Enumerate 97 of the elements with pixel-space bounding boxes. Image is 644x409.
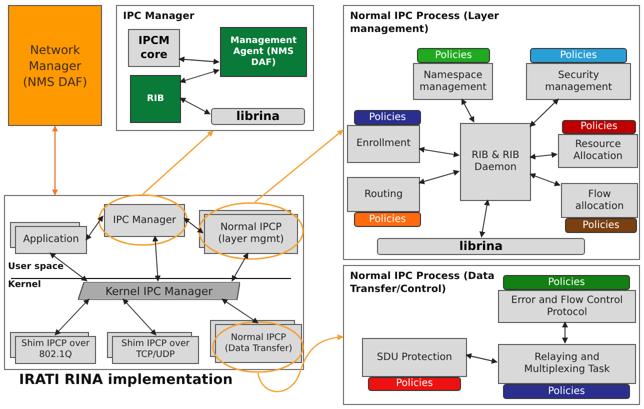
arrow bbox=[257, 334, 344, 392]
arrow bbox=[479, 199, 490, 238]
node-label: Policies bbox=[396, 378, 433, 390]
node-label: Policies bbox=[369, 112, 406, 124]
process-box bbox=[413, 63, 493, 100]
process-box bbox=[526, 63, 631, 100]
node-label: Namespace management bbox=[418, 70, 488, 94]
node-label: Shim IPCP over 802.1Q bbox=[20, 339, 91, 361]
process-box bbox=[220, 27, 307, 77]
process-box bbox=[498, 290, 636, 323]
arrow bbox=[179, 98, 211, 114]
container-panel bbox=[343, 5, 640, 260]
node-label: IPCM core bbox=[137, 34, 171, 62]
manager-box bbox=[8, 5, 102, 126]
process-box bbox=[215, 324, 302, 363]
panel-title: IRATI RINA implementation bbox=[19, 372, 233, 389]
arrow bbox=[418, 170, 460, 184]
node-label: librina bbox=[459, 239, 503, 254]
process-box bbox=[347, 125, 420, 163]
node-label: Error and Flow Control Protocol bbox=[510, 294, 624, 318]
policies-tab bbox=[503, 384, 630, 399]
policies-tab bbox=[417, 48, 490, 63]
process-box bbox=[15, 226, 87, 254]
arrow bbox=[461, 98, 474, 123]
panel-title: IPC Manager bbox=[123, 10, 194, 23]
node-label: Policies bbox=[369, 214, 406, 226]
arrow bbox=[530, 98, 559, 128]
policies-tab bbox=[565, 218, 637, 233]
process-box bbox=[112, 336, 199, 364]
node-label: Enrollment bbox=[356, 138, 411, 150]
node-label: RIB & RIB Daemon bbox=[470, 150, 520, 174]
process-box bbox=[498, 344, 636, 384]
arrow bbox=[418, 146, 460, 158]
panel-title: Normal IPC Process (Layer management) bbox=[350, 10, 500, 36]
node-label: Management Agent (NMS DAF) bbox=[229, 36, 298, 68]
process-box bbox=[104, 204, 185, 237]
arrow bbox=[465, 353, 498, 364]
daemon-box bbox=[460, 123, 531, 201]
node-label: Shim IPCP over TCP/UDP bbox=[120, 339, 191, 361]
node-label: SDU Protection bbox=[376, 352, 452, 364]
policies-tab bbox=[503, 275, 630, 290]
process-box bbox=[204, 214, 298, 254]
node-label: Kernel IPC Manager bbox=[105, 284, 213, 298]
node-label: RIB bbox=[146, 94, 164, 104]
node-label: Policies bbox=[548, 386, 585, 398]
arrow bbox=[254, 130, 344, 202]
policies-tab bbox=[530, 48, 627, 63]
arrow bbox=[178, 56, 220, 65]
library-bar bbox=[211, 108, 305, 125]
process-box bbox=[558, 134, 638, 168]
process-box bbox=[128, 29, 180, 67]
library-bar bbox=[377, 238, 585, 255]
node-label: Policies bbox=[580, 121, 618, 133]
arrow bbox=[184, 218, 204, 234]
policies-tab bbox=[354, 110, 421, 125]
node-label: Relaying and Multiplexing Task bbox=[523, 352, 611, 376]
arrow bbox=[222, 298, 258, 324]
region-label: Kernel bbox=[8, 280, 41, 291]
process-box bbox=[561, 183, 638, 218]
arrow bbox=[122, 298, 156, 336]
arrow bbox=[529, 152, 558, 160]
arrow bbox=[562, 321, 568, 344]
node-label: Resource Allocation bbox=[572, 139, 624, 163]
policies-tab bbox=[368, 377, 461, 391]
arrow bbox=[54, 298, 90, 336]
node-label: Flow allocation bbox=[574, 188, 625, 212]
node-label: Application bbox=[23, 234, 79, 246]
node-label: Policies bbox=[435, 50, 472, 62]
process-box bbox=[130, 75, 181, 123]
policies-tab bbox=[354, 212, 421, 227]
panel-title: Normal IPC Process (Data Transfer/Control) bbox=[350, 270, 496, 296]
node-label: Normal IPCP (layer mgmt) bbox=[217, 222, 285, 246]
arrow bbox=[152, 235, 161, 282]
node-label: Routing bbox=[364, 188, 403, 200]
node-label: librina bbox=[236, 109, 280, 124]
arrow bbox=[52, 125, 58, 196]
node-label: Network Manager (NMS DAF) bbox=[22, 42, 88, 90]
policies-tab bbox=[562, 120, 636, 134]
node-label: Policies bbox=[560, 50, 597, 62]
node-label: Policies bbox=[582, 220, 620, 232]
node-label: Security management bbox=[544, 70, 613, 94]
kernel-trapezoid bbox=[78, 282, 240, 300]
node-label: IPC Manager bbox=[113, 214, 176, 226]
region-label: User space bbox=[8, 262, 64, 273]
process-box bbox=[15, 336, 96, 364]
arrow bbox=[86, 216, 104, 240]
arrow bbox=[179, 68, 220, 84]
process-box bbox=[362, 338, 467, 377]
arrow bbox=[529, 173, 561, 186]
node-label: Normal IPCP (Data Transfer) bbox=[224, 332, 294, 354]
container-panel bbox=[343, 265, 640, 405]
process-box bbox=[347, 177, 420, 212]
arrow bbox=[232, 252, 248, 282]
arrow bbox=[142, 130, 214, 194]
arrow bbox=[50, 252, 88, 282]
node-label: Policies bbox=[548, 276, 585, 288]
container-panel bbox=[116, 5, 314, 131]
